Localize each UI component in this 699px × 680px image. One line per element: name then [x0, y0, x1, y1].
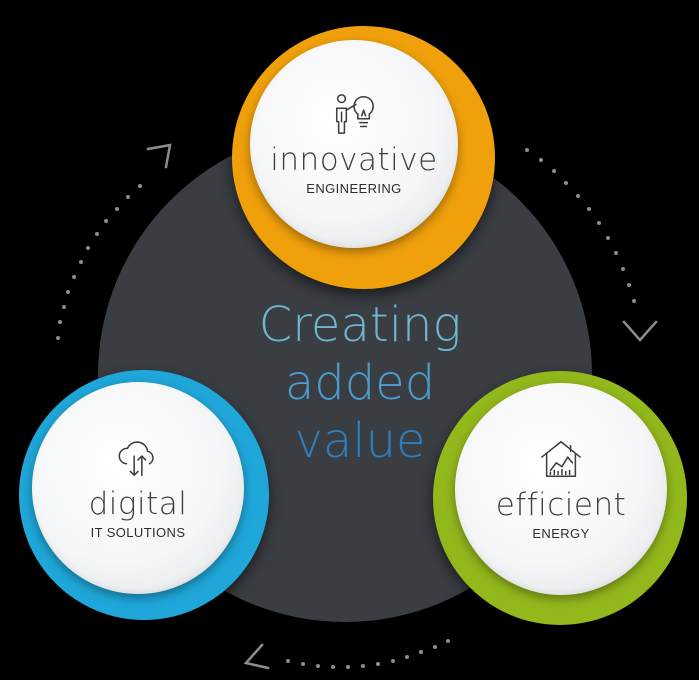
badge-face: digital IT SOLUTIONS — [32, 382, 244, 594]
innovative-engineering-badge: innovative ENGINEERING — [232, 26, 495, 289]
badge-title: innovative — [270, 142, 438, 178]
digital-it-solutions-badge: digital IT SOLUTIONS — [19, 370, 269, 620]
center-line-3: value — [294, 413, 426, 469]
center-label: Creating added value — [230, 296, 490, 470]
badge-subtitle: IT SOLUTIONS — [90, 525, 186, 540]
efficient-energy-badge: efficient ENERGY — [433, 371, 687, 625]
presenter-lightbulb-icon — [335, 94, 374, 134]
center-line-2: added — [284, 355, 436, 411]
house-energy-chart-icon — [541, 440, 581, 478]
badge-title: digital — [88, 486, 188, 522]
cloud-transfer-icon — [118, 441, 154, 477]
badge-title: efficient — [495, 487, 627, 523]
badge-subtitle: ENGINEERING — [306, 181, 402, 196]
badge-face: innovative ENGINEERING — [250, 40, 458, 248]
center-line-1: Creating — [258, 297, 462, 353]
badge-face: efficient ENERGY — [455, 383, 667, 595]
badge-subtitle: ENERGY — [532, 526, 590, 541]
